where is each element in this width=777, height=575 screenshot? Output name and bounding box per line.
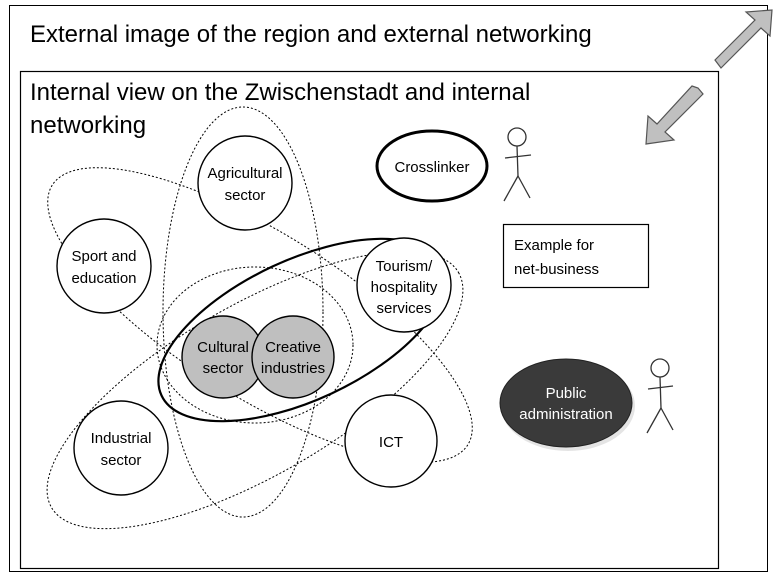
svg-text:administration: administration [519, 406, 612, 423]
example-box: Example for net-business [502, 223, 650, 289]
svg-text:Agricultural: Agricultural [207, 165, 282, 182]
actor-public-administration: Public administration [499, 358, 635, 451]
svg-text:ICT: ICT [379, 434, 403, 451]
inner-frame-title-line1: Internal view on the Zwischenstadt and i… [30, 79, 530, 106]
svg-text:Public: Public [546, 385, 587, 402]
outward-arrow-icon [714, 9, 773, 69]
node-sport-and-education: Sport and education [56, 218, 152, 314]
actor-crosslinker: Crosslinker [375, 129, 489, 203]
svg-text:Tourism/: Tourism/ [376, 258, 434, 275]
svg-text:Sport and: Sport and [71, 248, 136, 265]
person-icon [503, 127, 532, 202]
svg-text:sector: sector [225, 187, 266, 204]
svg-text:sector: sector [203, 360, 244, 377]
svg-text:education: education [71, 270, 136, 287]
svg-text:industries: industries [261, 360, 325, 377]
inner-frame [19, 70, 720, 570]
network-ellipse-vertical [162, 106, 324, 518]
svg-text:Crosslinker: Crosslinker [394, 159, 469, 176]
svg-text:sector: sector [101, 452, 142, 469]
node-ict: ICT [344, 394, 438, 488]
node-industrial-sector: Industrial sector [73, 400, 169, 496]
network-ellipse-lower-diagonal [46, 250, 464, 530]
node-tourism-hospitality: Tourism/ hospitality services [356, 237, 452, 333]
svg-text:Industrial: Industrial [91, 430, 152, 447]
node-agricultural-sector: Agricultural sector [197, 135, 293, 231]
inward-arrow-icon [645, 85, 704, 145]
person-icon [646, 358, 674, 434]
outer-frame-title: External image of the region and externa… [30, 21, 592, 48]
svg-text:hospitality: hospitality [371, 279, 438, 296]
svg-text:services: services [376, 300, 431, 317]
svg-text:net-business: net-business [514, 261, 599, 278]
svg-text:Creative: Creative [265, 339, 321, 356]
svg-text:Cultural: Cultural [197, 339, 249, 356]
node-creative-industries: Creative industries [251, 315, 335, 399]
svg-text:Example for: Example for [514, 237, 594, 254]
inner-frame-title-line2: networking [30, 112, 146, 139]
network-ellipse-inner [156, 266, 354, 424]
outer-frame [9, 5, 768, 572]
node-cultural-sector: Cultural sector [181, 315, 265, 399]
